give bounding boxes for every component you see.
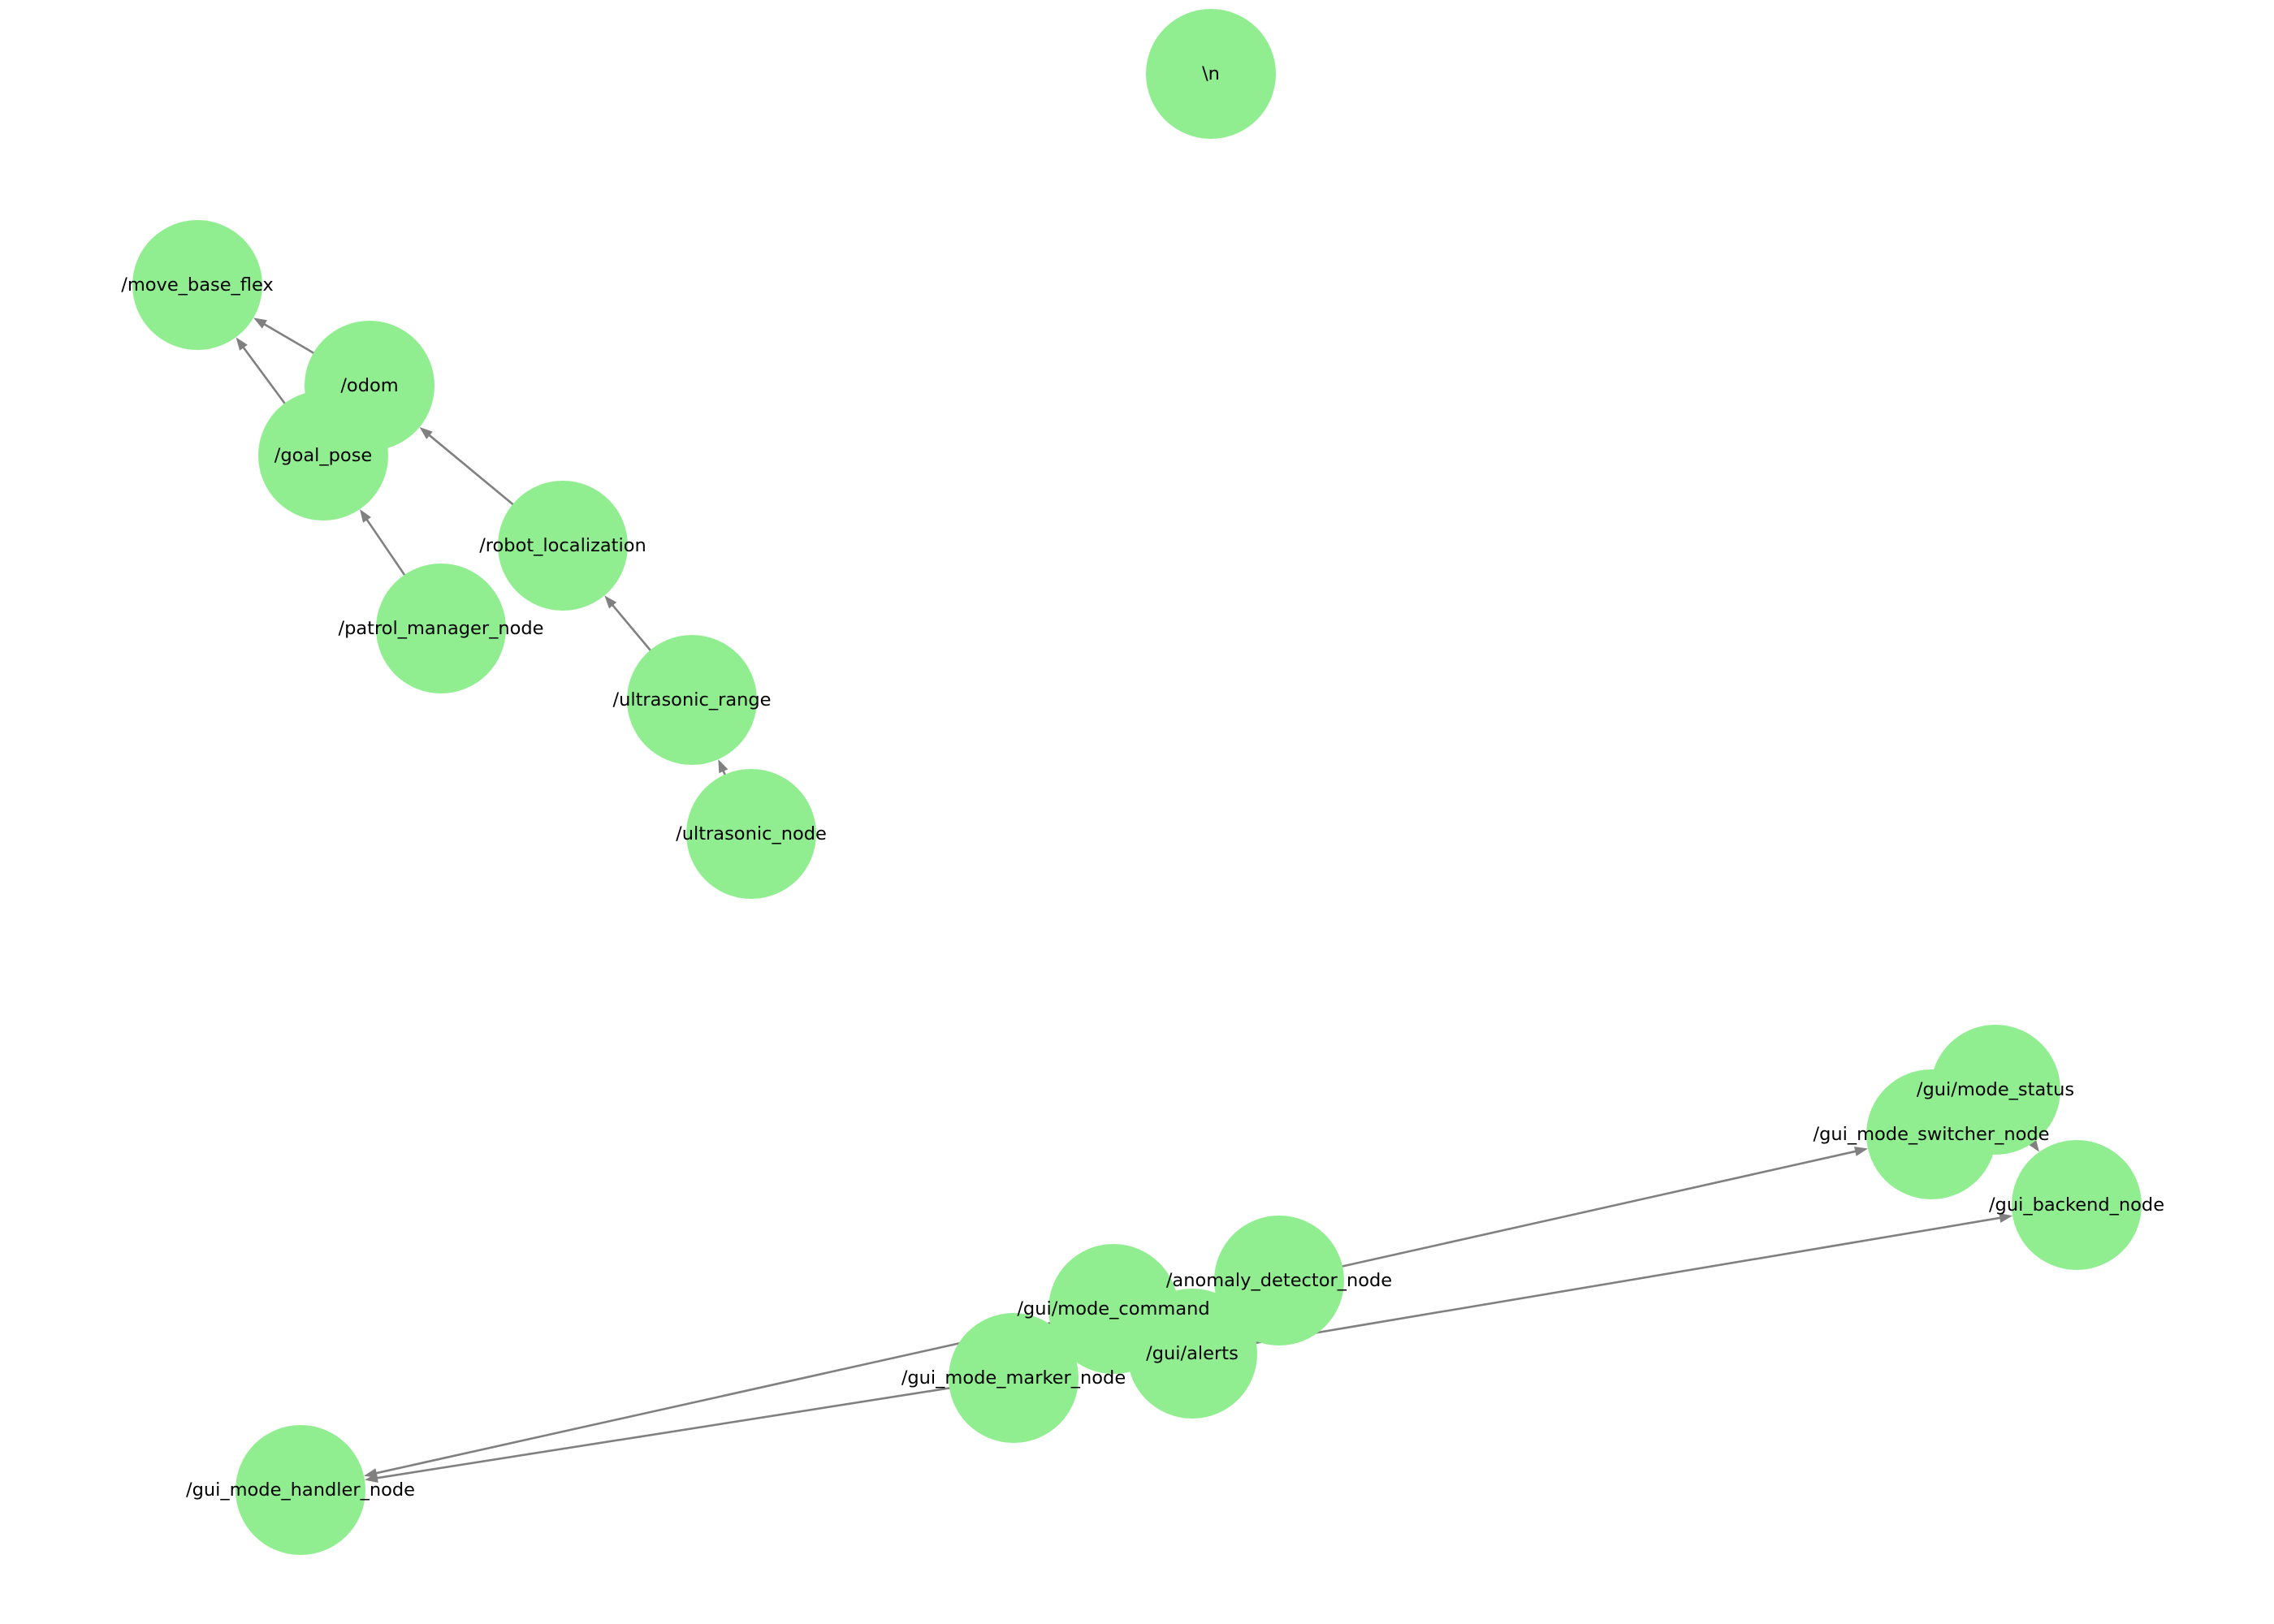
node-patrol_manager_node[interactable] [376, 564, 506, 693]
node-ultrasonic_node[interactable] [686, 769, 816, 899]
node-circle[interactable] [686, 769, 816, 899]
node-circle[interactable] [236, 1425, 365, 1555]
node-circle[interactable] [949, 1313, 1079, 1443]
node-circle[interactable] [132, 220, 262, 350]
node-circle[interactable] [498, 481, 628, 611]
node-circle[interactable] [1127, 1289, 1257, 1419]
node-gui_alerts[interactable] [1127, 1289, 1257, 1419]
node-circle[interactable] [1930, 1025, 2060, 1155]
node-circle[interactable] [627, 635, 757, 765]
node-move_base_flex[interactable] [132, 220, 262, 350]
arrowhead-icon [365, 1473, 378, 1484]
nodes-layer: \n/move_base_flex/goal_pose/odom/robot_l… [121, 9, 2164, 1555]
arrowhead-icon [604, 595, 617, 609]
edge-gui_mode_marker_node-to-gui_mode_handler_node [365, 1376, 1014, 1484]
node-anomaly_detector_node[interactable] [1214, 1216, 1344, 1345]
node-circle[interactable] [376, 564, 506, 693]
edge-line [1191, 1216, 2002, 1355]
node-gui_mode_marker_node[interactable] [949, 1313, 1079, 1443]
node-newline[interactable] [1146, 9, 1276, 139]
edge-line [1278, 1150, 1857, 1282]
edge-line [375, 1376, 1014, 1479]
arrowhead-icon [1999, 1212, 2013, 1223]
node-circle[interactable] [1214, 1216, 1344, 1345]
node-gui_mode_status[interactable] [1930, 1025, 2060, 1155]
node-circle[interactable] [305, 321, 434, 451]
node-gui_backend_node[interactable] [2012, 1140, 2142, 1270]
arrowhead-icon [2027, 1138, 2039, 1152]
arrowhead-icon [1854, 1147, 1868, 1156]
arrowhead-icon [419, 427, 433, 439]
node-robot_localization[interactable] [498, 481, 628, 611]
node-circle[interactable] [2012, 1140, 2142, 1270]
edge-gui_alerts-to-gui_backend_node [1191, 1212, 2013, 1355]
arrowhead-icon [360, 509, 371, 523]
node-gui_mode_handler_node[interactable] [236, 1425, 365, 1555]
node-circle[interactable] [1146, 9, 1276, 139]
edge-anomaly_detector_node-to-gui_mode_switcher_node [1278, 1147, 1868, 1282]
arrowhead-icon [253, 317, 267, 329]
node-ultrasonic_range[interactable] [627, 635, 757, 765]
node-odom[interactable] [305, 321, 434, 451]
arrowhead-icon [236, 337, 248, 351]
arrowhead-icon [718, 759, 728, 774]
